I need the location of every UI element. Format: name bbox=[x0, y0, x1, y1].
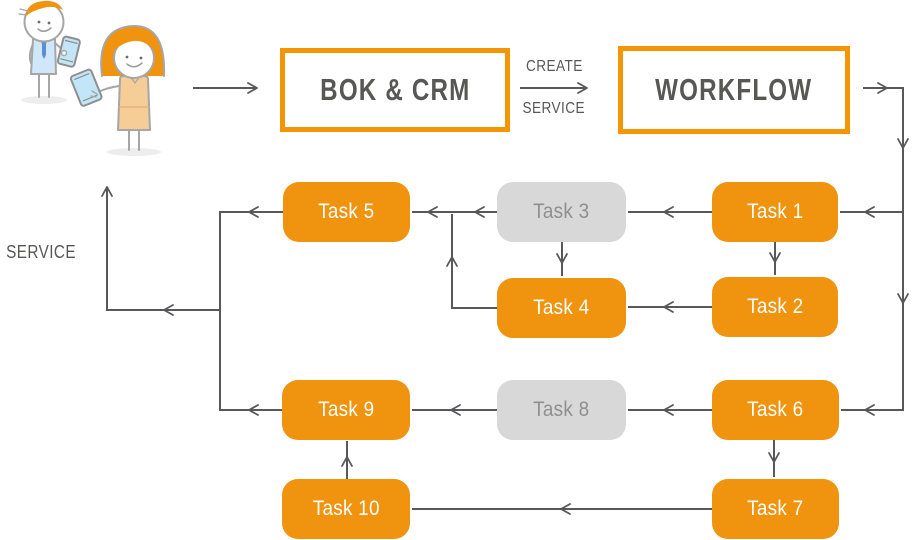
edge-task8-task9 bbox=[412, 404, 497, 416]
workflow-box: WORKFLOW bbox=[618, 46, 850, 134]
edge-task7-task10 bbox=[412, 503, 712, 515]
people-illustration bbox=[18, 0, 166, 156]
edge-people-bokcrm bbox=[193, 82, 258, 94]
edge-task5-exit bbox=[220, 206, 283, 218]
task-node-7: Task 7 bbox=[712, 479, 839, 539]
edge-task1-task3 bbox=[628, 206, 712, 218]
edge-task3-task5 bbox=[412, 206, 497, 218]
task-label: Task 7 bbox=[747, 497, 804, 520]
bok-crm-box: BOK & CRM bbox=[280, 48, 510, 132]
bok-crm-label: BOK & CRM bbox=[319, 72, 471, 107]
task-node-8: Task 8 bbox=[497, 380, 626, 440]
task-node-3: Task 3 bbox=[497, 182, 626, 242]
task-label: Task 1 bbox=[746, 200, 804, 223]
edge-task3-task4 bbox=[556, 242, 568, 276]
task-label: Task 3 bbox=[533, 200, 590, 223]
edge-task4-up-merge bbox=[446, 214, 497, 309]
task-label: Task 6 bbox=[747, 398, 804, 421]
task-node-4: Task 4 bbox=[497, 278, 626, 338]
create-label: CREATE bbox=[525, 58, 583, 75]
man-figure bbox=[18, 0, 81, 104]
woman-figure bbox=[69, 24, 166, 156]
edge-bokcrm-workflow bbox=[520, 82, 588, 94]
task-label: Task 8 bbox=[533, 398, 590, 421]
edge-task2-task4 bbox=[628, 301, 712, 313]
phone-icon bbox=[56, 35, 81, 68]
task-label: Task 4 bbox=[533, 296, 590, 319]
task-node-9: Task 9 bbox=[282, 380, 410, 440]
edge-rail-task1 bbox=[840, 206, 903, 218]
workflow-label: WORKFLOW bbox=[655, 72, 813, 107]
edge-task6-task8 bbox=[628, 404, 712, 416]
tablet-icon bbox=[69, 68, 103, 107]
task-label: Task 10 bbox=[312, 497, 380, 520]
task-label: Task 5 bbox=[318, 200, 375, 223]
task-node-6: Task 6 bbox=[712, 380, 839, 440]
task-node-1: Task 1 bbox=[712, 182, 838, 242]
task-label: Task 2 bbox=[746, 295, 804, 318]
edge-task10-task9 bbox=[341, 441, 353, 479]
service-output-label: SERVICE bbox=[6, 242, 77, 262]
task-label: Task 9 bbox=[317, 398, 375, 421]
edge-merge-service bbox=[101, 186, 221, 316]
edge-workflow-rail bbox=[841, 82, 909, 416]
task-node-5: Task 5 bbox=[283, 182, 410, 242]
task-node-10: Task 10 bbox=[282, 479, 410, 539]
edge-task9-exit bbox=[221, 404, 282, 416]
edge-task6-task7 bbox=[768, 440, 780, 477]
task-node-2: Task 2 bbox=[712, 277, 838, 337]
edge-task1-task2 bbox=[769, 242, 781, 275]
create-service-label: SERVICE bbox=[522, 100, 586, 117]
